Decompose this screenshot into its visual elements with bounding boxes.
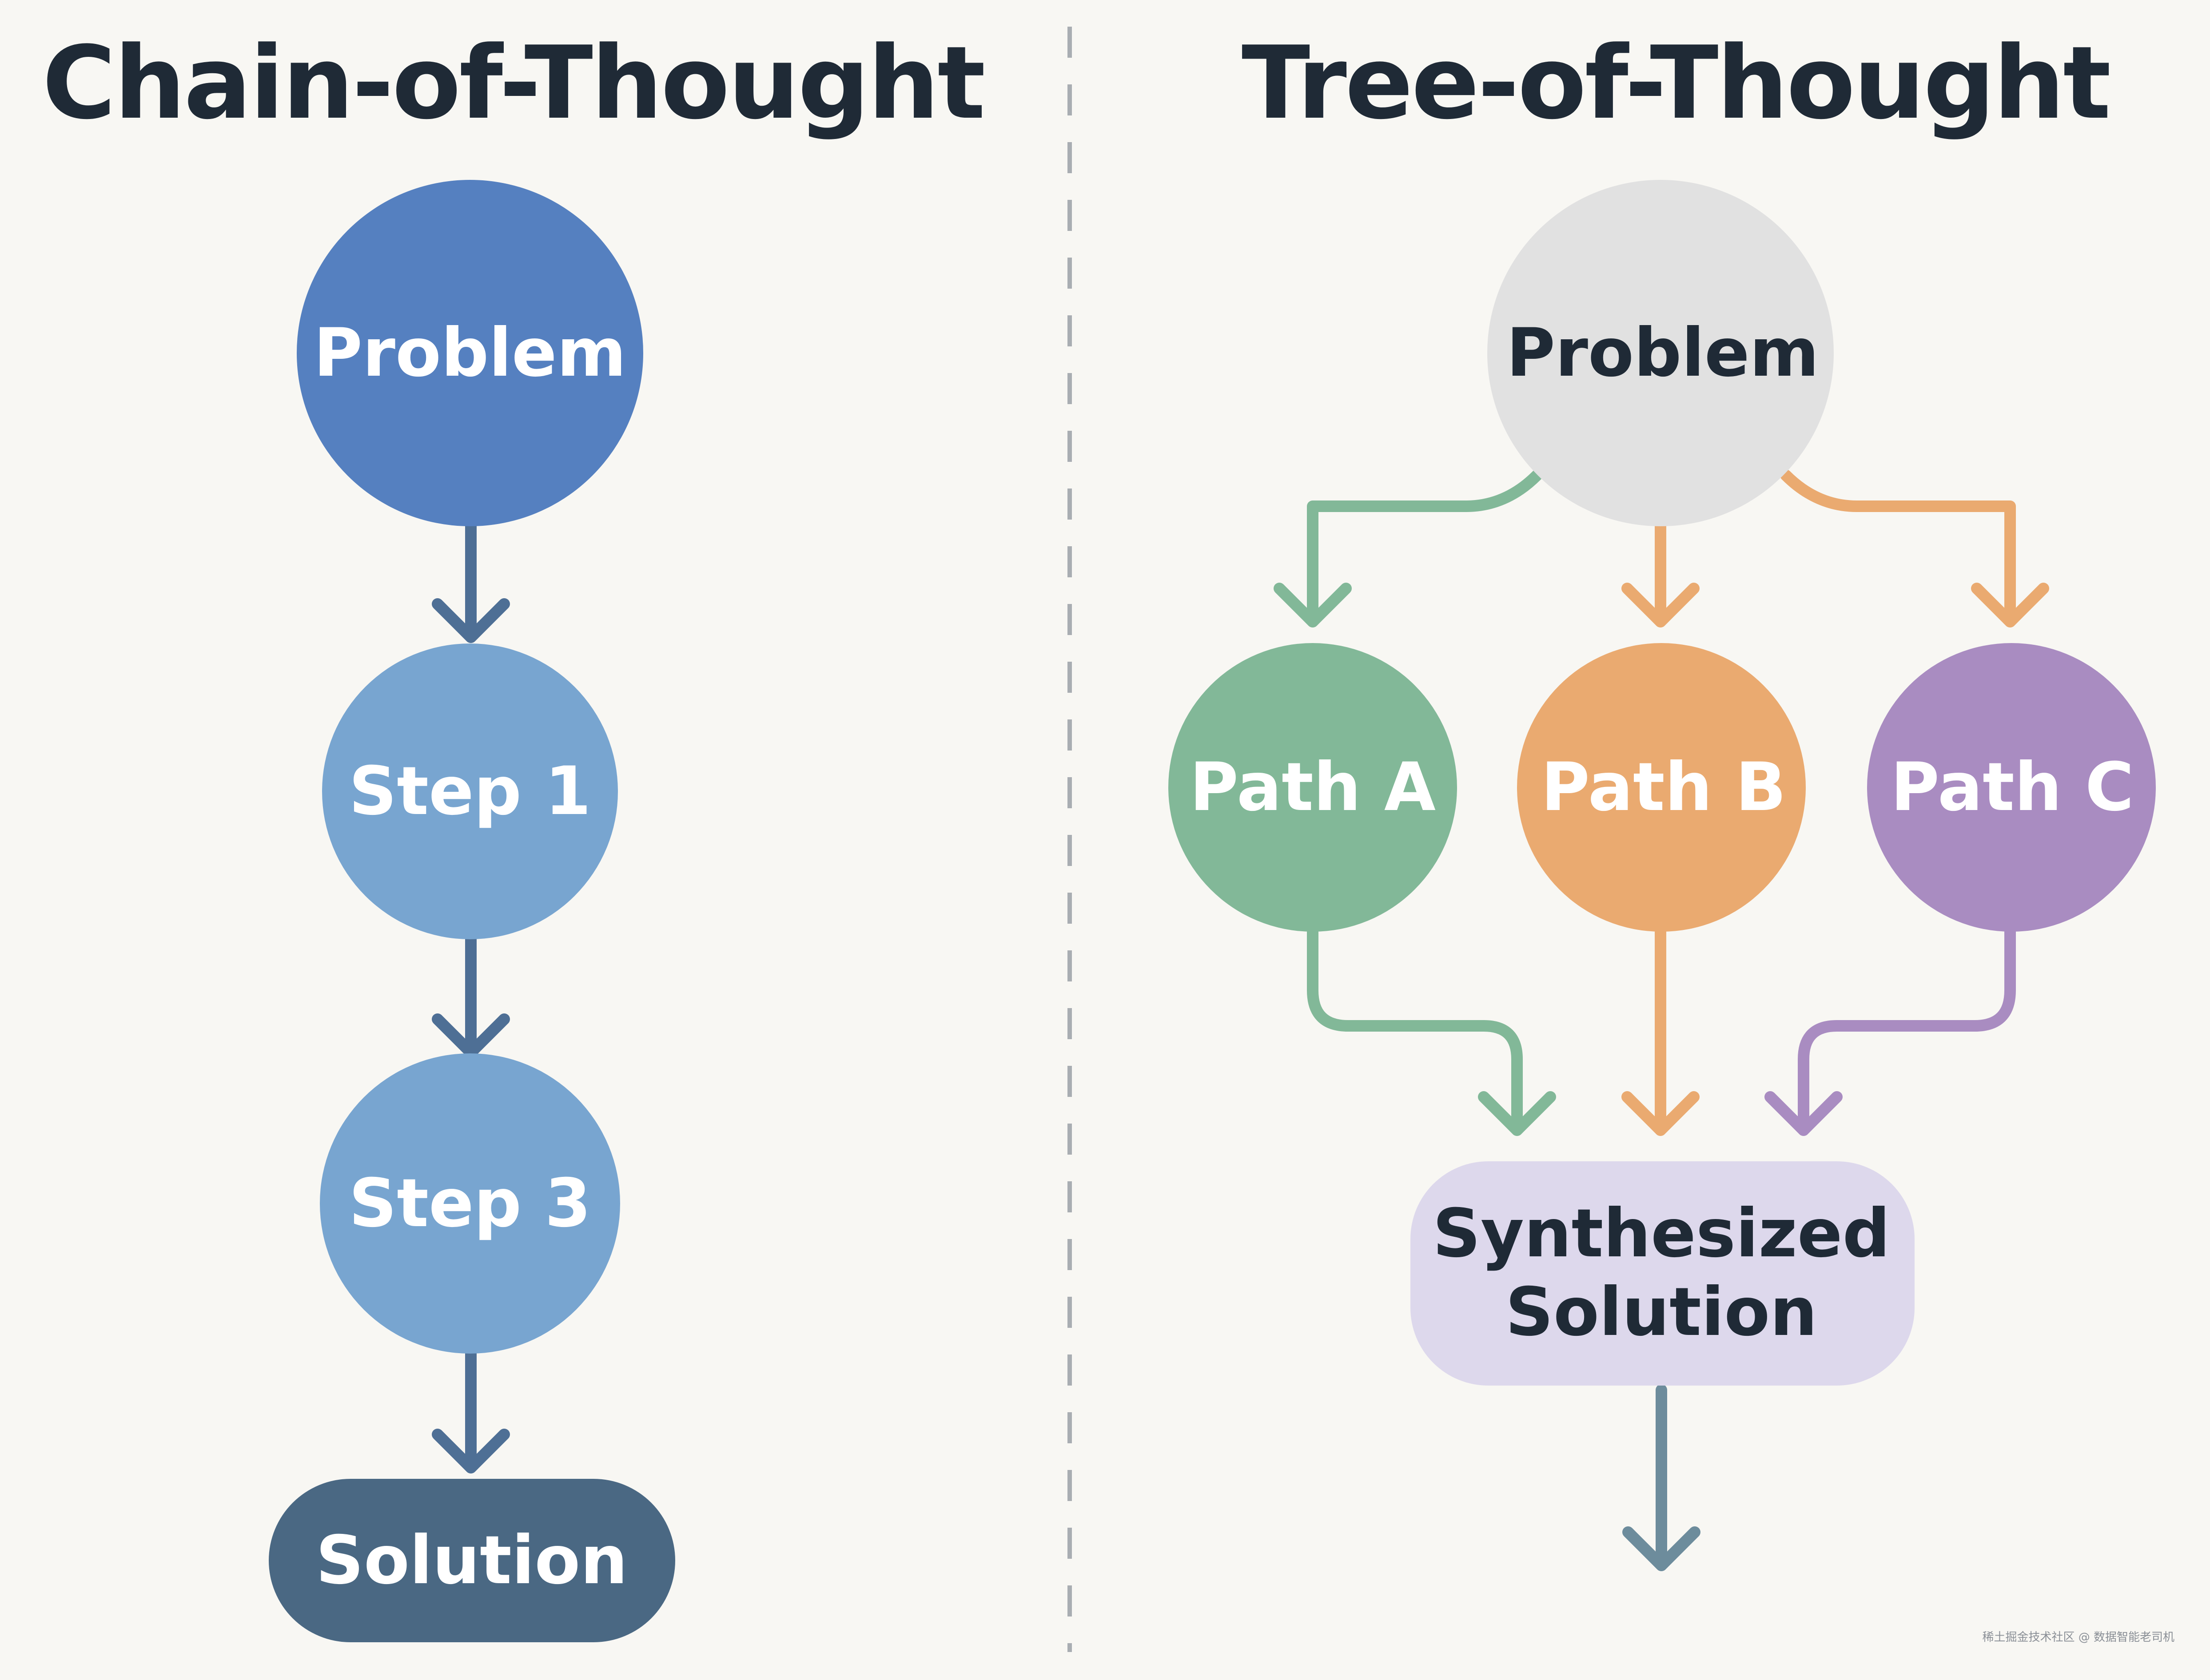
cot-solution-label: Solution [316,1522,628,1599]
tot-synthesized-label-line2: Solution [1505,1274,1817,1351]
cot-arrow-1 [432,518,510,643]
tot-path-b-node [1517,643,1806,932]
cot-step3-node [320,1053,620,1354]
tree-of-thought-title: Tree-of-Thought [1242,25,2111,142]
tot-path-b-label: Path B [1541,749,1786,826]
cot-solution-node [269,1479,675,1642]
chain-of-thought-title: Chain-of-Thought [42,25,986,142]
cot-step1-label: Step 1 [349,753,591,830]
tot-path-a-label: Path A [1190,749,1436,826]
cot-problem-label: Problem [314,314,626,392]
cot-problem-node [297,180,643,526]
tot-synthesized-label-line1: Synthesized [1433,1195,1890,1272]
cot-arrow-3 [432,1344,510,1473]
tot-arrow-from-path-a [1307,925,1556,1136]
tot-arrow-to-path-b [1621,520,1700,628]
tot-arrow-from-path-b [1621,925,1700,1136]
tot-final-arrow [1622,1384,1700,1571]
tot-problem-node [1487,180,1834,526]
cot-arrow-2 [432,929,510,1058]
tot-problem-label: Problem [1506,314,1819,392]
cot-step1-node [322,643,618,939]
tot-flow: Problem Path A Path B Path C Synthesized… [1168,180,2156,1571]
cot-step3-label: Step 3 [349,1165,591,1242]
tot-path-c-node [1867,643,2156,932]
tot-path-a-node [1168,643,1457,932]
tot-synthesized-node [1410,1161,1915,1386]
tot-arrow-from-path-c [1764,925,2016,1136]
cot-flow: Problem Step 1 Step 3 Solution [269,180,675,1642]
tot-arrow-to-path-a [1274,469,1543,628]
watermark-text: 稀土掘金技术社区 @ 数据智能老司机 [1982,1631,2174,1644]
tot-arrow-to-path-c [1780,469,2049,628]
tot-path-c-label: Path C [1891,749,2134,826]
